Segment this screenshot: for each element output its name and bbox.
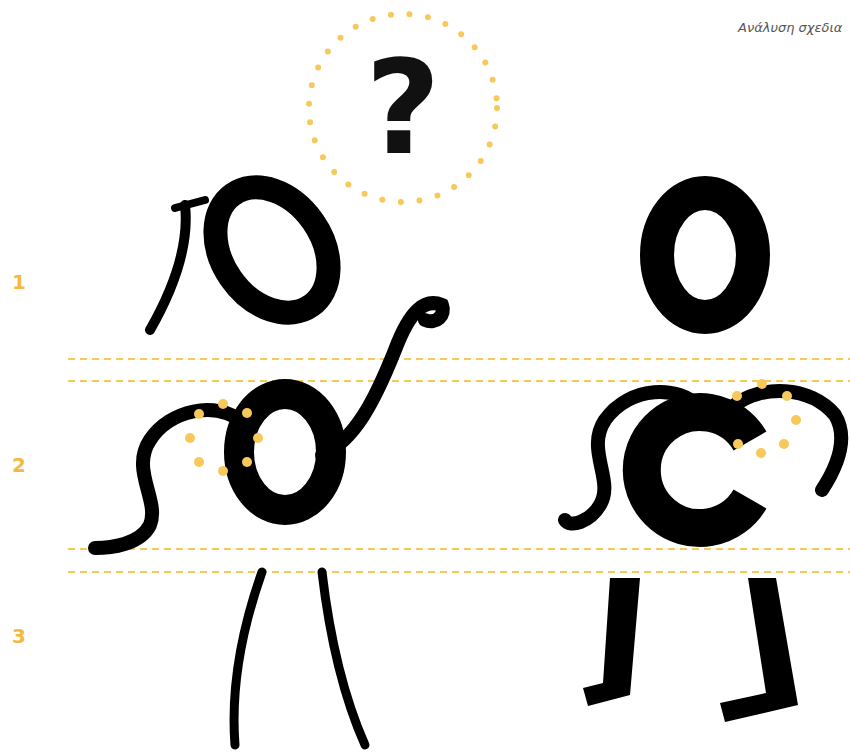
arm-glyph [95,410,243,548]
dot [185,433,195,443]
dot [782,391,792,401]
dot [733,439,743,449]
head-glyph [192,166,352,335]
dot [253,433,263,443]
dot [194,409,204,419]
guide-line [68,358,850,360]
right-figure [565,193,841,528]
highlight-dots [185,399,263,476]
leg-glyph [234,572,262,745]
head-stem [150,205,186,330]
guide-line [68,571,850,573]
left-figure [95,166,443,745]
dot [218,399,228,409]
dot [757,379,767,389]
guide-line [68,548,850,550]
callout-number: 3 [12,624,26,648]
head-serif [175,200,205,208]
leg-glyphs [583,578,798,722]
leg-glyph [322,572,365,745]
guide-line [68,380,850,382]
dot [242,457,252,467]
dot [779,439,789,449]
dot [791,415,801,425]
guide-lines [68,359,850,572]
running-header: Ανάλυση σχεδια [738,20,842,35]
dot [732,391,742,401]
dot [242,408,252,418]
callout-number: 1 [12,270,26,294]
arm-glyph [735,391,841,490]
dot [218,466,228,476]
body-glyph [642,412,750,528]
head-glyph [657,193,753,317]
callout-number: 2 [12,453,26,477]
question-mark: ? [305,10,501,206]
question-circle: ? [305,10,501,206]
dot [756,448,766,458]
arm-glyph [322,303,443,455]
highlight-dots [732,379,801,458]
leg-glyph [720,578,798,722]
arm-glyph [565,392,700,523]
dot [194,457,204,467]
leg-glyph [583,578,640,706]
